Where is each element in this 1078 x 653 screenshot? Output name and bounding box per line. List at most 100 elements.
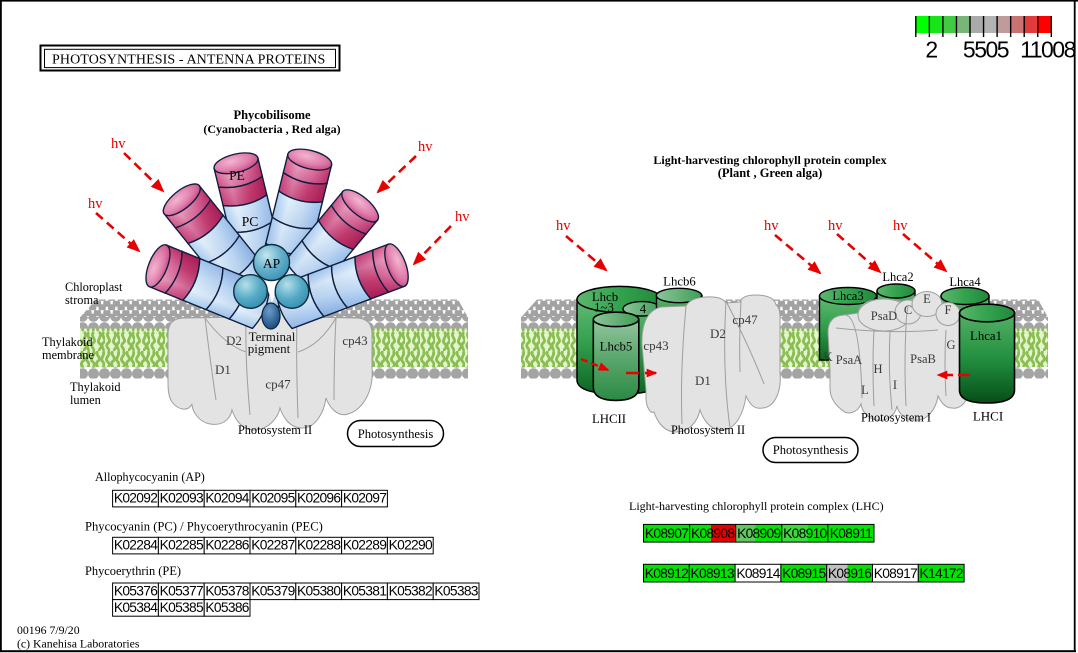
svg-text:Photosynthesis: Photosynthesis [773,443,849,457]
svg-text:Thylakoid: Thylakoid [42,335,93,349]
svg-text:K08912: K08912 [645,566,688,581]
svg-text:Phycobilisome: Phycobilisome [233,108,311,122]
svg-text:K02092: K02092 [114,491,157,506]
svg-text:LHCII: LHCII [592,412,626,426]
svg-text:K08907: K08907 [645,526,688,541]
svg-text:PHOTOSYNTHESIS - ANTENNA PROTE: PHOTOSYNTHESIS - ANTENNA PROTEINS [52,53,325,68]
svg-text:(Cyanobacteria , Red alga): (Cyanobacteria , Red alga) [203,122,340,136]
svg-text:K05378: K05378 [205,583,249,598]
svg-text:PsaA: PsaA [836,353,862,367]
svg-text:K08913: K08913 [691,566,735,581]
svg-text:Lhca3: Lhca3 [832,289,863,303]
svg-text:K02289: K02289 [343,538,387,553]
svg-text:K05379: K05379 [251,583,295,598]
svg-text:K05377: K05377 [160,583,203,598]
svg-text:pigment: pigment [248,341,291,356]
svg-text:Lhca1: Lhca1 [970,329,1002,343]
svg-text:(c) Kanehisa Laboratories: (c) Kanehisa Laboratories [17,637,140,651]
svg-text:Allophycocyanin (AP): Allophycocyanin (AP) [95,470,205,484]
svg-text:D1: D1 [695,373,711,388]
svg-text:PsaB: PsaB [910,352,936,366]
svg-text:K02093: K02093 [160,491,204,506]
svg-text:K05386: K05386 [205,600,249,615]
svg-text:Photosystem II: Photosystem II [671,423,745,437]
svg-text:K08915: K08915 [782,566,826,581]
svg-text:K02287: K02287 [251,538,294,553]
svg-text:Photosystem I: Photosystem I [861,411,931,425]
svg-text:K02288: K02288 [297,538,341,553]
svg-text:K02290: K02290 [389,538,433,553]
svg-text:K08908: K08908 [691,526,735,541]
svg-text:cp43: cp43 [342,333,367,348]
svg-text:Lhca2: Lhca2 [882,270,913,284]
svg-text:D2: D2 [226,333,242,348]
svg-text:Photosynthesis: Photosynthesis [358,427,434,441]
svg-text:F: F [945,303,952,317]
svg-text:membrane: membrane [42,348,94,362]
svg-text:Terminal: Terminal [249,329,296,344]
svg-text:K08909: K08909 [737,526,781,541]
svg-text:stroma: stroma [65,293,99,307]
svg-text:D1: D1 [215,362,231,377]
svg-text:K02285: K02285 [160,538,204,553]
svg-text:K08916: K08916 [828,566,872,581]
svg-text:K02096: K02096 [297,491,341,506]
svg-text:2: 2 [925,37,937,63]
svg-text:Lhcb: Lhcb [592,290,618,304]
svg-text:4: 4 [640,302,647,316]
svg-text:K05376: K05376 [114,583,158,598]
svg-text:K02286: K02286 [205,538,249,553]
svg-text:00196 7/9/20: 00196 7/9/20 [17,623,80,637]
svg-text:Chloroplast: Chloroplast [65,280,123,294]
svg-text:K05385: K05385 [160,600,204,615]
svg-text:hv: hv [455,209,470,225]
svg-text:5505: 5505 [963,37,1009,63]
svg-text:hv: hv [111,136,126,152]
svg-text:Light-harvesting chlorophyll p: Light-harvesting chlorophyll protein com… [653,153,886,167]
svg-text:K: K [823,350,832,364]
svg-text:K05384: K05384 [114,600,158,615]
svg-text:Lhcb6: Lhcb6 [663,275,696,289]
svg-text:C: C [904,303,912,317]
svg-text:I: I [893,378,897,392]
svg-text:K05381: K05381 [343,583,386,598]
svg-text:lumen: lumen [70,393,101,407]
svg-text:cp47: cp47 [265,377,291,392]
svg-text:Phycocyanin (PC) / Phycoerythr: Phycocyanin (PC) / Phycoerythrocyanin (P… [85,520,323,534]
svg-text:G: G [946,338,955,352]
svg-text:Phycoerythrin (PE): Phycoerythrin (PE) [85,564,181,578]
svg-text:AP: AP [263,256,280,271]
svg-text:L: L [861,383,869,397]
svg-text:K08917: K08917 [874,566,917,581]
svg-text:PE: PE [229,168,245,183]
svg-text:11008: 11008 [1020,37,1075,63]
svg-text:K05382: K05382 [389,583,432,598]
svg-text:hv: hv [764,218,779,234]
svg-text:K05383: K05383 [434,583,478,598]
svg-text:K08911: K08911 [830,526,872,541]
svg-text:Thylakoid: Thylakoid [70,380,121,394]
svg-text:H: H [873,362,882,376]
svg-text:1~3: 1~3 [594,301,614,315]
svg-text:K02095: K02095 [251,491,295,506]
svg-text:cp47: cp47 [732,312,758,327]
svg-text:K02094: K02094 [205,491,249,506]
svg-text:K14172: K14172 [920,566,963,581]
svg-text:K02284: K02284 [114,538,158,553]
svg-text:PC: PC [242,214,259,229]
svg-text:hv: hv [418,139,433,155]
svg-text:hv: hv [88,196,103,212]
svg-text:K08910: K08910 [783,526,827,541]
svg-text:D2: D2 [710,326,726,341]
svg-text:(Plant , Green alga): (Plant , Green alga) [718,166,823,180]
svg-text:K05380: K05380 [297,583,341,598]
svg-text:Lhcb5: Lhcb5 [600,340,633,354]
svg-text:hv: hv [828,218,843,234]
svg-text:PsaD: PsaD [871,309,897,323]
svg-text:K08914: K08914 [736,566,780,581]
svg-text:Photosystem II: Photosystem II [238,423,312,437]
svg-text:hv: hv [556,218,571,234]
svg-text:LHCI: LHCI [973,409,1003,424]
svg-text:cp43: cp43 [643,338,668,353]
svg-text:hv: hv [893,218,908,234]
